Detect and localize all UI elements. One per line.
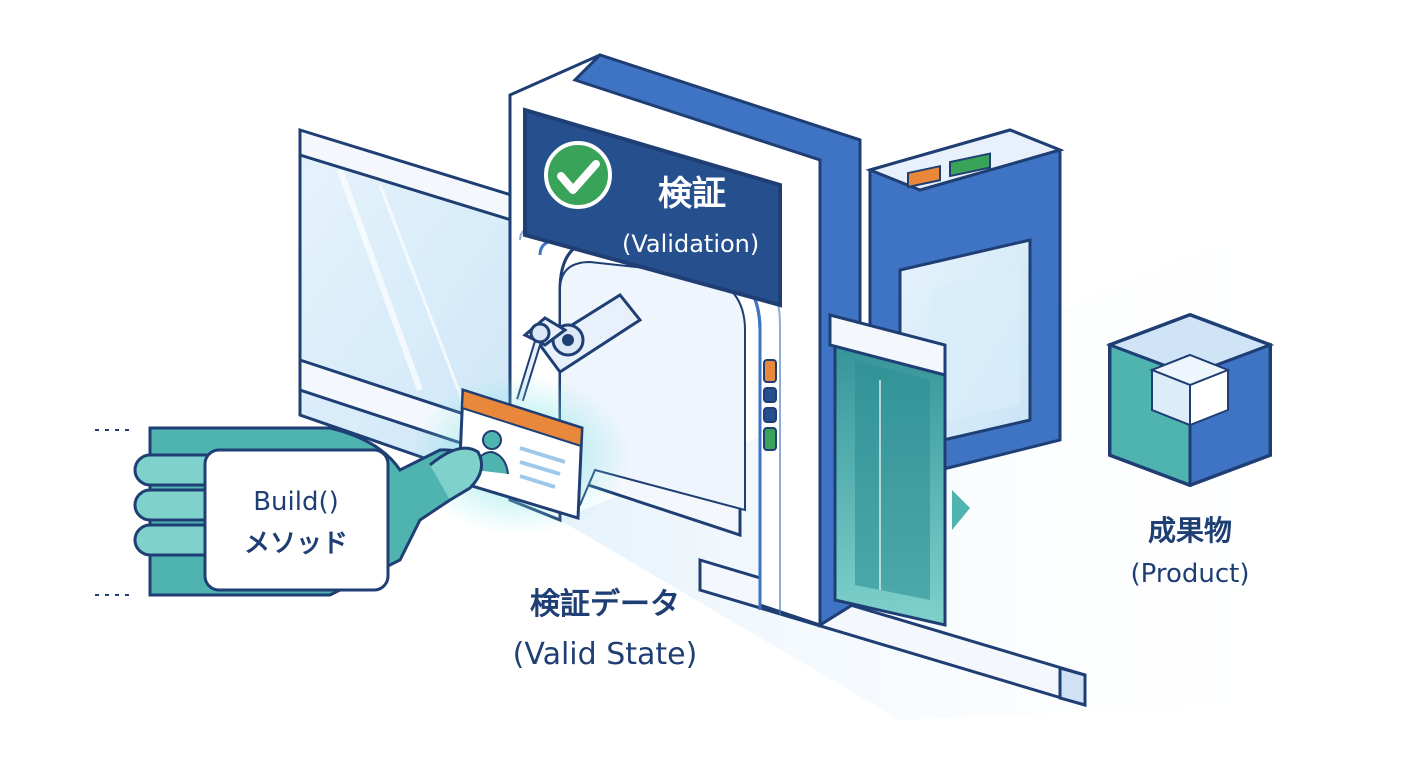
- valid-data-line2: (Valid State): [513, 637, 698, 672]
- check-circle-icon: [546, 143, 610, 207]
- valid-data-line1: 検証データ: [530, 587, 680, 622]
- product-line2: (Product): [1130, 559, 1249, 589]
- product-line1: 成果物: [1148, 514, 1232, 547]
- builder-label-box: [205, 450, 388, 590]
- builder-line2: メソッド: [244, 529, 348, 559]
- cube-icon: [1110, 315, 1270, 485]
- gate-title-jp: 検証: [658, 174, 726, 214]
- builder-line1: Build(): [253, 487, 339, 517]
- gate-title-en: (Validation): [622, 230, 759, 258]
